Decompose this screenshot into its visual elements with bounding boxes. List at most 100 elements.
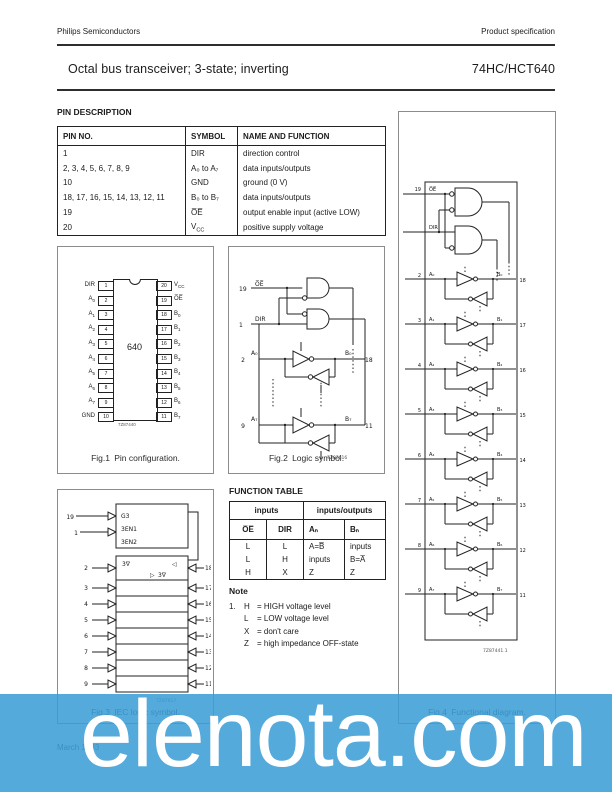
pin-label: B5 (174, 383, 181, 391)
pin-label: A₄ (429, 452, 434, 458)
pin-number-box: 5 (98, 339, 114, 350)
pin-label: 11 (365, 423, 373, 430)
pin-label: B₀ (497, 272, 502, 278)
and-gate (454, 187, 483, 217)
pin-number: 8 (84, 665, 88, 672)
pin-number-box: 8 (98, 383, 114, 394)
iec-direction-symbol: ◁ (172, 561, 177, 568)
pin-number: 13 (205, 649, 211, 656)
diagram-frame (424, 181, 518, 641)
pin-label: A5 (88, 369, 95, 377)
pin-label: B₀ (345, 350, 352, 357)
pin-number: 12 (205, 665, 211, 672)
dip-body (113, 279, 158, 421)
pin-label: B1 (174, 325, 181, 333)
pin-number: 11 (205, 681, 211, 688)
cell-symbol: DIR (185, 145, 238, 161)
pin-label: A3 (88, 339, 95, 348)
cell-symbol: O̅E̅ (185, 205, 238, 220)
cell-function: direction control (237, 145, 386, 161)
col-bn: Bₙ (343, 519, 386, 540)
cell-symbol: VCC (185, 219, 238, 236)
pin-label: 8 (418, 543, 421, 549)
col-pin-no: PIN NO. (57, 126, 186, 146)
pin-number: 4 (84, 601, 88, 608)
pin19-number: 19 (66, 514, 74, 521)
pin-label: 18 (520, 278, 526, 284)
pin-label: 6 (418, 453, 421, 459)
pin-label: 3 (418, 318, 421, 324)
pin-number-box: 10 (98, 412, 114, 423)
pin-label: B₁ (497, 317, 502, 323)
pin-number-box: 15 (156, 354, 172, 364)
group-inputs: inputs (229, 501, 304, 520)
pin-label: 13 (520, 503, 526, 509)
iec-direction-symbol: ▷ (150, 572, 155, 579)
pin-label: 2 (418, 273, 421, 279)
pin-label: A1 (88, 310, 95, 318)
pin-label: 14 (520, 458, 526, 464)
pin-label: A6 (88, 383, 95, 391)
pin-number-box: 12 (156, 397, 172, 408)
pin-description-heading: PIN DESCRIPTION (57, 107, 132, 117)
cell-function: ground (0 V) (237, 175, 386, 191)
pin-label: A₅ (429, 497, 434, 503)
pin-number: 5 (84, 617, 88, 624)
ctrl-label-g3: G3 (121, 513, 130, 520)
watermark-band (0, 694, 612, 792)
figure-code: 7Z87441.1 (483, 648, 508, 654)
note-item: X= don't care (244, 626, 299, 636)
col-oe: O̅E̅ (229, 519, 267, 540)
pin-label: B6 (174, 398, 181, 406)
function-cell: A=B̅ (303, 539, 345, 553)
cell-pin-no: 18, 17, 16, 15, 14, 13, 12, 11 (63, 193, 165, 203)
pin-number: 18 (205, 565, 211, 572)
pin-number-box: 7 (98, 368, 114, 379)
pin-number: 7 (84, 649, 88, 656)
oe-label: O̅E̅ (255, 281, 264, 288)
pin-label: 16 (520, 368, 526, 374)
fig1-caption: Fig.1 Pin configuration. (91, 453, 180, 463)
pin-number: 3 (84, 585, 88, 592)
pin-label: 12 (520, 548, 526, 554)
function-cell: B=A̅ (343, 553, 386, 566)
cell-symbol: A₀ to A₇ (185, 160, 238, 176)
pin1-number: 1 (74, 530, 78, 537)
pin-label: B₇ (345, 416, 352, 423)
function-cell: Z (343, 566, 386, 580)
pin-label: B₄ (497, 452, 502, 458)
pin-number: 9 (84, 681, 88, 688)
pin-label: A₇ (251, 416, 258, 423)
pin-label: 15 (520, 413, 526, 419)
pin-label: GND (81, 412, 95, 419)
fig2-caption: Fig.2 Logic symbol. (268, 453, 345, 463)
pin-label: A7 (88, 398, 95, 406)
pin-label: A₀ (251, 350, 258, 357)
pin-label: VCC (174, 281, 185, 289)
pin-label: B7 (174, 412, 181, 421)
pin-label: B4 (174, 369, 181, 377)
cell-function: data inputs/outputs (237, 160, 386, 176)
pin-label: A2 (88, 325, 95, 333)
col-name-function: NAME AND FUNCTION (237, 126, 386, 146)
dir-pin-number: 1 (239, 322, 243, 329)
column-header-row: O̅E̅ DIR Aₙ Bₙ (229, 519, 386, 540)
chip-label: 640 (126, 342, 143, 352)
figure-code: 7Z87440 (118, 422, 136, 427)
figure-code: 7Z87616 (327, 455, 347, 461)
header-rule-bottom (57, 89, 555, 91)
pin-label: B₇ (497, 587, 502, 593)
function-cell: Z (303, 566, 345, 580)
pin-label: A₆ (429, 542, 434, 548)
